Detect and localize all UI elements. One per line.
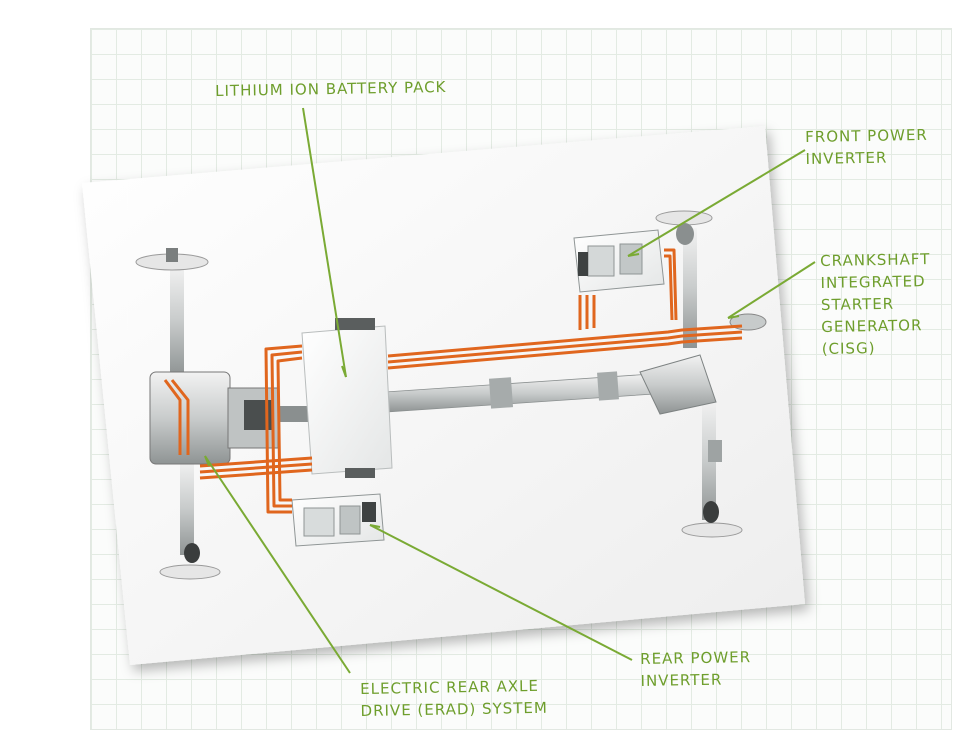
rear-inverter	[291, 493, 385, 547]
label-erad-system: ELECTRIC REAR AXLE DRIVE (ERAD) SYSTEM	[360, 676, 548, 720]
label-front-power-inverter: FRONT POWER INVERTER	[805, 125, 928, 168]
rear-axle	[135, 248, 279, 580]
power-cables	[163, 248, 743, 514]
label-cisg: CRANKSHAFT INTEGRATED STARTER GENERATOR …	[820, 250, 931, 358]
label-battery-pack: LITHIUM ION BATTERY PACK	[215, 77, 447, 100]
front-inverter	[573, 229, 665, 293]
label-rear-power-inverter: REAR POWER INVERTER	[640, 648, 752, 690]
front-axle	[639, 210, 767, 538]
callout-leader-lines	[204, 107, 816, 674]
battery-pack	[301, 318, 393, 478]
